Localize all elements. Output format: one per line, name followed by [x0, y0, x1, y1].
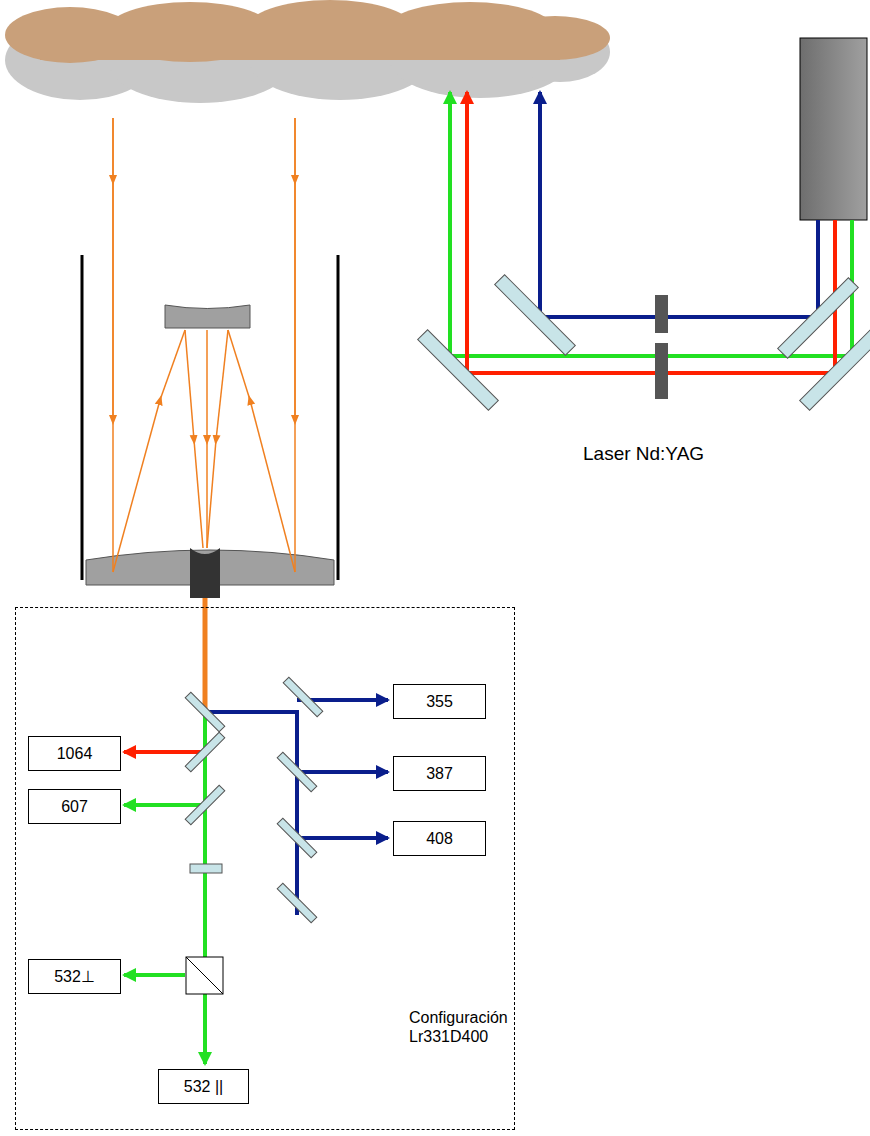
wavelength-label: 532⊥	[54, 967, 95, 986]
detector-box: 355	[393, 684, 486, 719]
detector-box: 387	[393, 756, 486, 791]
wavelength-label: 1064	[57, 745, 93, 763]
detector-box: 408	[393, 821, 486, 856]
laser-label: Laser Nd:YAG	[583, 443, 704, 465]
wavelength-label: 532 ||	[184, 1078, 223, 1096]
wavelength-label: 355	[426, 693, 453, 711]
detector-box: 532 ||	[158, 1069, 249, 1104]
cloud	[5, 0, 610, 103]
detector-box: 1064	[28, 736, 121, 771]
configuration-label: Configuración Lr331D400	[409, 1008, 499, 1046]
laser	[418, 38, 870, 410]
wavelength-label: 607	[61, 798, 88, 816]
telescope	[82, 118, 338, 712]
dashed-frame: Configuración Lr331D400 1064 607 532⊥ 532 ||…	[15, 607, 515, 1130]
detector-box: 607	[28, 789, 121, 824]
wavelength-label: 387	[426, 765, 453, 783]
wavelength-label: 408	[426, 830, 453, 848]
receiver-optics	[124, 677, 388, 1064]
detector-box: 532⊥	[28, 959, 121, 994]
